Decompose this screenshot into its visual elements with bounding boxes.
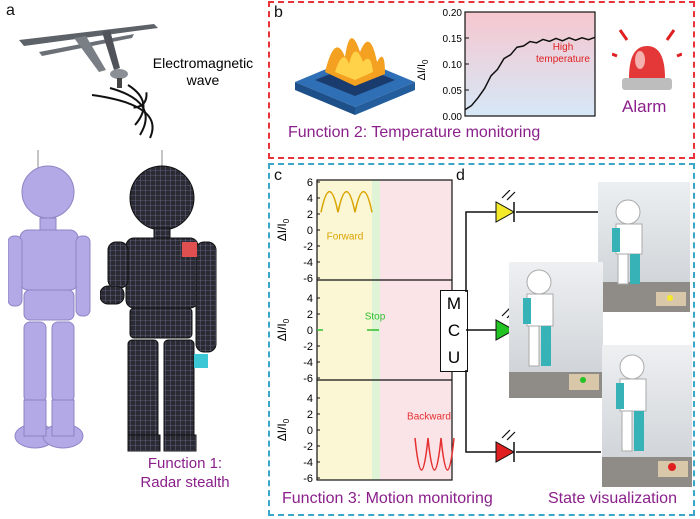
yellow-led-icon bbox=[495, 190, 516, 223]
temperature-y-tick-label: 0.15 bbox=[443, 34, 463, 45]
temperature-y-tick-label: 0.05 bbox=[443, 86, 463, 97]
temperature-plot-area bbox=[465, 12, 595, 116]
motion-y-tick-label: 4 bbox=[307, 293, 313, 305]
function2-label: Function 2: Temperature monitoring bbox=[288, 124, 541, 141]
motion-y-axis-label: ΔI/I0 bbox=[275, 418, 291, 441]
motion-y-tick-label: 0 bbox=[307, 425, 313, 437]
red-led-icon bbox=[495, 429, 516, 463]
panel-a-letter: a bbox=[6, 2, 15, 19]
motion-y-tick-label: 4 bbox=[307, 193, 313, 205]
function1-line1: Function 1: bbox=[147, 455, 223, 472]
em-wave-label-line1: Electromagnetic bbox=[152, 55, 254, 71]
motion-y-tick-label: -6 bbox=[303, 273, 313, 285]
motion-y-tick-label: 6 bbox=[307, 177, 313, 189]
forward-label: Forward bbox=[327, 232, 364, 243]
motion-y-tick-label: -2 bbox=[303, 441, 313, 453]
temperature-series-line bbox=[464, 36, 596, 111]
temperature-annotation-1: High bbox=[553, 42, 574, 53]
heated-chip-illustration bbox=[295, 38, 415, 115]
function1-line2: Radar stealth bbox=[140, 474, 230, 491]
motion-y-tick-label: 2 bbox=[307, 209, 313, 221]
backward-label: Backward bbox=[407, 412, 451, 423]
backward-series-line bbox=[414, 437, 455, 471]
motion-y-axis-label: ΔI/I0 bbox=[275, 318, 291, 341]
robot-photo-backward bbox=[602, 345, 692, 487]
mcu-letter-c: C bbox=[447, 320, 461, 340]
panel-d-letter: d bbox=[456, 167, 465, 184]
motion-y-tick-label: -6 bbox=[303, 373, 313, 385]
em-wave-arcs bbox=[91, 84, 154, 139]
stop-label: Stop bbox=[365, 312, 386, 323]
purple-robot bbox=[8, 150, 91, 449]
temperature-annotation-2: temperature bbox=[536, 54, 590, 65]
motion-y-tick-label: -2 bbox=[303, 341, 313, 353]
temperature-y-tick-label: 0.00 bbox=[443, 112, 463, 123]
function3-label: Function 3: Motion monitoring bbox=[282, 490, 493, 507]
function1-label: Function 1: Radar stealth bbox=[120, 454, 250, 492]
temperature-y-label: ΔI/I0 bbox=[416, 59, 430, 81]
motion-y-axis-label: ΔI/I0 bbox=[275, 218, 291, 241]
drone-illustration bbox=[19, 24, 158, 88]
alarm-label: Alarm bbox=[622, 97, 667, 116]
motion-y-tick-label: -2 bbox=[303, 241, 313, 253]
mcu-block: M C U bbox=[440, 290, 468, 372]
motion-y-tick-label: -4 bbox=[303, 357, 313, 369]
motion-y-tick-label: 2 bbox=[307, 309, 313, 321]
mcu-letter-m: M bbox=[446, 294, 462, 314]
mesh-robot bbox=[100, 150, 217, 452]
motion-y-tick-label: -4 bbox=[303, 457, 313, 469]
motion-y-tick-label: 2 bbox=[307, 409, 313, 421]
motion-y-tick-label: 0 bbox=[307, 225, 313, 237]
panel-b-letter: b bbox=[274, 4, 283, 21]
panel-b-frame bbox=[268, 1, 695, 159]
robot-photo-stop bbox=[509, 262, 603, 398]
state-visualization-label: State visualization bbox=[548, 490, 677, 507]
motion-y-tick-label: -6 bbox=[303, 473, 313, 485]
forward-region bbox=[317, 180, 372, 480]
panel-c-letter: c bbox=[274, 167, 282, 184]
robot-photo-forward bbox=[598, 182, 690, 312]
motion-y-tick-label: -4 bbox=[303, 257, 313, 269]
motion-y-tick-label: 0 bbox=[307, 325, 313, 337]
em-wave-label-line2: wave bbox=[186, 72, 220, 88]
mcu-letter-u: U bbox=[447, 347, 461, 367]
alarm-light-icon bbox=[612, 29, 682, 90]
temperature-y-tick-label: 0.20 bbox=[443, 8, 463, 19]
temperature-y-tick-label: 0.10 bbox=[443, 60, 463, 71]
temperature-chart: 0.00 0.05 0.10 0.15 0.20 ΔI/I0 High temperat… bbox=[416, 8, 596, 123]
em-wave-label: Electromagnetic wave bbox=[148, 55, 258, 89]
forward-series-line bbox=[320, 190, 373, 213]
panel-cd-frame bbox=[268, 163, 695, 516]
motion-y-tick-label: 4 bbox=[307, 393, 313, 405]
